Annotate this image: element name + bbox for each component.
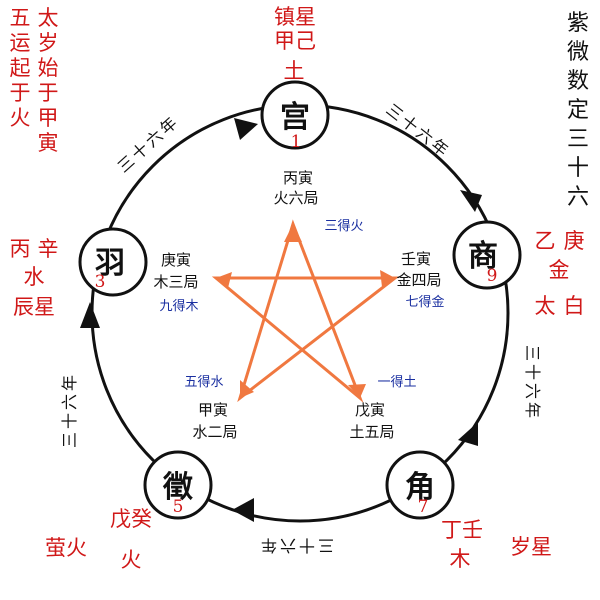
de-yu: 九得木 [159, 298, 198, 314]
left-col2-char: 太 [38, 6, 59, 30]
inner-zhi-ganzhi: 甲寅 [198, 401, 228, 419]
node-shang-num: 9 [487, 266, 498, 286]
pentagram [211, 219, 400, 403]
outer-gong-star: 镇星 [274, 5, 316, 29]
arrow-yu-to-gong [234, 118, 258, 140]
node-zhi-circle [143, 450, 213, 520]
outer-gong-gan: 甲己 [274, 29, 316, 53]
outer-yu-star: 辰星 [13, 295, 55, 319]
title-char: 微 [567, 40, 589, 65]
inner-zhi-ju: 水二局 [192, 423, 237, 441]
node-jiao-name: 角 [405, 470, 435, 505]
interval-gong-shang: 三十六年 [383, 100, 455, 162]
node-yu-name: 羽 [95, 246, 125, 281]
inner-shang-ganzhi: 壬寅 [401, 250, 431, 268]
arrow-gong-to-shang [460, 190, 482, 212]
title-char: 三 [567, 127, 589, 152]
de-zhi: 五得水 [184, 374, 223, 390]
left-col1-char: 五 [10, 6, 31, 30]
title-char: 紫 [567, 11, 589, 36]
node-shang-name: 商 [468, 239, 498, 274]
outer-jiao-element: 木 [450, 547, 471, 571]
outer-yu-element: 水 [24, 265, 45, 289]
node-gong-num: 1 [291, 132, 302, 152]
de-gong: 三得火 [324, 218, 363, 234]
left-col2-char: 甲 [38, 106, 59, 130]
outer-zhi-element: 火 [121, 548, 142, 572]
node-jiao-circle [385, 450, 455, 520]
node-shang-circle [452, 220, 522, 290]
outer-jiao-gan: 丁壬 [441, 518, 483, 542]
left-col1-char: 起 [10, 56, 31, 80]
arrow-shang-to-jiao [458, 422, 478, 446]
left-col2-char: 寅 [38, 131, 59, 155]
inner-jiao-ju: 土五局 [349, 423, 394, 441]
inner-jiao-ganzhi: 戊寅 [355, 401, 385, 419]
outer-shang-element: 金 [549, 258, 570, 282]
cycle-circle [90, 103, 510, 523]
outer-zhi-star: 萤火 [45, 536, 87, 560]
interval-zhi-yu: 三十六年 [60, 372, 79, 448]
interval-jiao-zhi: 三十六年 [258, 536, 334, 555]
inner-gong-ju: 火六局 [273, 189, 318, 207]
left-col2-char: 岁 [38, 31, 59, 55]
outer-gong-element: 土 [284, 59, 305, 83]
left-col2-char: 始 [38, 56, 59, 80]
outer-shang-gan2: 庚 [564, 229, 585, 253]
outer-yu-gan1: 丙 [10, 237, 31, 261]
inner-yu-ganzhi: 庚寅 [161, 251, 191, 269]
interval-shang-jiao: 三十六年 [523, 345, 542, 421]
de-jiao: 一得土 [377, 374, 416, 390]
outer-shang-gan1: 乙 [535, 229, 556, 253]
node-zhi-num: 5 [173, 497, 184, 517]
title-char: 十 [567, 156, 589, 181]
left-col1-char: 于 [10, 81, 31, 105]
outer-zhi-gan: 戊癸 [110, 507, 152, 531]
left-col2-char: 于 [38, 81, 59, 105]
node-gong-circle [260, 80, 330, 150]
inner-gong-ganzhi: 丙寅 [283, 169, 313, 187]
de-shang: 七得金 [405, 294, 444, 310]
outer-shang-star1: 太 [535, 294, 556, 318]
tone-nodes [78, 80, 522, 520]
node-gong-name: 宫 [280, 100, 310, 135]
outer-shang-star2: 白 [564, 294, 585, 318]
title-char: 数 [567, 69, 589, 94]
outer-jiao-star: 岁星 [510, 535, 552, 559]
node-jiao-num: 7 [418, 497, 429, 517]
left-col1-char: 火 [10, 106, 31, 130]
left-col1-char: 运 [10, 31, 31, 55]
title-char: 六 [567, 185, 589, 210]
node-zhi-name: 徵 [162, 470, 193, 505]
arrow-zhi-to-yu [80, 302, 100, 328]
title-char: 定 [567, 98, 589, 123]
star-arrowheads [216, 224, 395, 398]
inner-shang-ju: 金四局 [396, 271, 441, 289]
outer-yu-gan2: 辛 [38, 237, 59, 261]
arrow-jiao-to-zhi [232, 498, 254, 522]
inner-yu-ju: 木三局 [153, 273, 198, 291]
cycle-arrows [80, 118, 482, 522]
node-yu-circle [78, 227, 148, 297]
interval-yu-gong: 三十六年 [114, 111, 183, 176]
node-yu-num: 3 [95, 272, 106, 292]
